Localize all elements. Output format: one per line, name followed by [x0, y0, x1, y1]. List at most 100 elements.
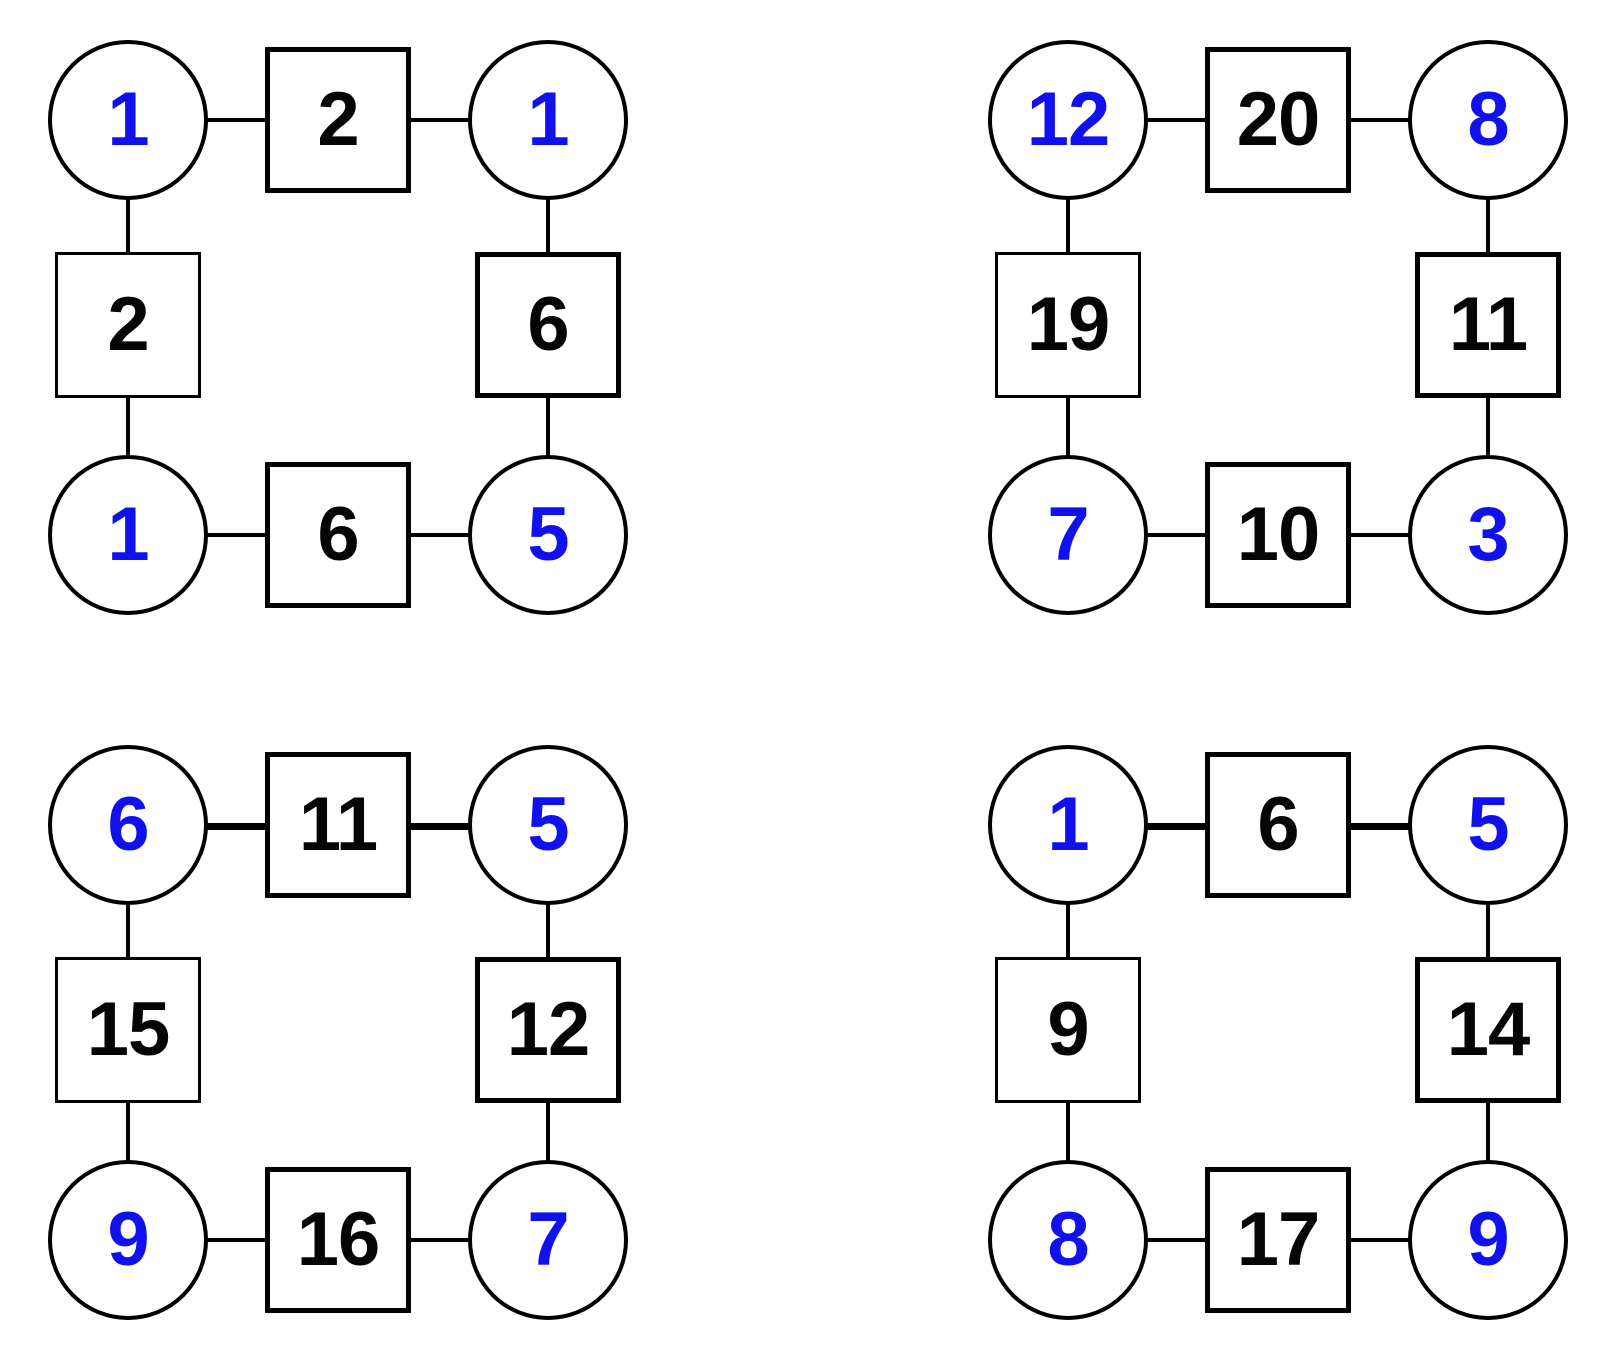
- edge-line-left-upper-segment: [126, 196, 130, 258]
- edge-box-bottom[interactable]: 17: [1205, 1167, 1351, 1313]
- edge-line-bottom-left-segment: [1144, 1238, 1210, 1242]
- node-bottom-left[interactable]: 9: [48, 1160, 208, 1320]
- edge-line-bottom-left-segment: [204, 533, 270, 537]
- edge-box-right[interactable]: 6: [475, 252, 621, 398]
- node-top-left[interactable]: 12: [988, 40, 1148, 200]
- graph-top-left: 1 1 1 5 2 2 6 6: [18, 10, 638, 630]
- edge-label: 14: [1446, 987, 1531, 1072]
- node-top-right[interactable]: 5: [1408, 745, 1568, 905]
- edge-label: 16: [296, 1197, 381, 1282]
- edge-label: 19: [1026, 282, 1111, 367]
- edge-box-left[interactable]: 15: [55, 957, 201, 1103]
- edge-label: 17: [1236, 1197, 1321, 1282]
- node-label: 6: [107, 782, 149, 867]
- edge-box-right[interactable]: 12: [475, 957, 621, 1103]
- edge-line-top-right-segment: [408, 823, 474, 830]
- edge-box-top[interactable]: 11: [265, 752, 411, 898]
- edge-box-bottom[interactable]: 10: [1205, 462, 1351, 608]
- node-label: 7: [527, 1197, 569, 1282]
- edge-box-bottom[interactable]: 16: [265, 1167, 411, 1313]
- node-label: 7: [1047, 492, 1089, 577]
- edge-line-bottom-left-segment: [1144, 533, 1210, 537]
- edge-box-top[interactable]: 20: [1205, 47, 1351, 193]
- edge-line-bottom-right-segment: [408, 533, 474, 537]
- edge-line-left-upper-segment: [1066, 901, 1070, 963]
- edge-box-left[interactable]: 19: [995, 252, 1141, 398]
- edge-box-right[interactable]: 14: [1415, 957, 1561, 1103]
- node-label: 1: [527, 77, 569, 162]
- node-top-right[interactable]: 1: [468, 40, 628, 200]
- node-bottom-right[interactable]: 7: [468, 1160, 628, 1320]
- edge-label: 15: [86, 987, 171, 1072]
- edge-line-right-lower-segment: [1486, 1098, 1490, 1162]
- edge-box-left[interactable]: 9: [995, 957, 1141, 1103]
- edge-line-left-lower-segment: [126, 1098, 130, 1162]
- edge-line-bottom-left-segment: [204, 1238, 270, 1242]
- node-label: 1: [107, 492, 149, 577]
- edge-line-right-lower-segment: [546, 393, 550, 457]
- edge-line-right-upper-segment: [546, 901, 550, 963]
- node-label: 9: [1467, 1197, 1509, 1282]
- node-label: 1: [1047, 782, 1089, 867]
- edge-line-left-upper-segment: [1066, 196, 1070, 258]
- edge-line-right-upper-segment: [546, 196, 550, 258]
- edge-line-right-upper-segment: [1486, 901, 1490, 963]
- edge-label: 2: [317, 77, 359, 162]
- edge-label: 11: [298, 782, 378, 867]
- edge-label: 9: [1047, 987, 1089, 1072]
- edge-line-top-left-segment: [204, 118, 270, 122]
- edge-line-top-right-segment: [1348, 823, 1414, 830]
- edge-line-right-upper-segment: [1486, 196, 1490, 258]
- edge-box-top[interactable]: 2: [265, 47, 411, 193]
- edge-line-right-lower-segment: [546, 1098, 550, 1162]
- edge-line-bottom-right-segment: [408, 1238, 474, 1242]
- edge-label: 6: [317, 492, 359, 577]
- node-label: 8: [1467, 77, 1509, 162]
- edge-line-top-right-segment: [408, 118, 474, 122]
- node-label: 5: [1467, 782, 1509, 867]
- node-bottom-left[interactable]: 8: [988, 1160, 1148, 1320]
- node-top-left[interactable]: 1: [48, 40, 208, 200]
- edge-line-left-lower-segment: [1066, 393, 1070, 457]
- edge-line-bottom-right-segment: [1348, 1238, 1414, 1242]
- node-label: 5: [527, 782, 569, 867]
- edge-line-top-left-segment: [204, 823, 270, 830]
- edge-box-bottom[interactable]: 6: [265, 462, 411, 608]
- node-label: 9: [107, 1197, 149, 1282]
- node-label: 1: [107, 77, 149, 162]
- edge-label: 11: [1448, 282, 1528, 367]
- node-top-left[interactable]: 1: [988, 745, 1148, 905]
- graph-top-right: 12 8 7 3 20 19 11 10: [958, 10, 1578, 630]
- edge-label: 12: [506, 987, 591, 1072]
- node-label: 8: [1047, 1197, 1089, 1282]
- edge-line-left-lower-segment: [1066, 1098, 1070, 1162]
- edge-box-top[interactable]: 6: [1205, 752, 1351, 898]
- edge-line-top-left-segment: [1144, 118, 1210, 122]
- edge-line-left-lower-segment: [126, 393, 130, 457]
- node-label: 12: [1026, 77, 1111, 162]
- edge-box-left[interactable]: 2: [55, 252, 201, 398]
- node-bottom-right[interactable]: 5: [468, 455, 628, 615]
- edge-line-top-right-segment: [1348, 118, 1414, 122]
- node-bottom-right[interactable]: 9: [1408, 1160, 1568, 1320]
- edge-line-bottom-right-segment: [1348, 533, 1414, 537]
- edge-line-right-lower-segment: [1486, 393, 1490, 457]
- node-bottom-left[interactable]: 7: [988, 455, 1148, 615]
- node-label: 3: [1467, 492, 1509, 577]
- node-label: 5: [527, 492, 569, 577]
- node-top-right[interactable]: 8: [1408, 40, 1568, 200]
- edge-box-right[interactable]: 11: [1415, 252, 1561, 398]
- node-top-left[interactable]: 6: [48, 745, 208, 905]
- node-bottom-left[interactable]: 1: [48, 455, 208, 615]
- node-bottom-right[interactable]: 3: [1408, 455, 1568, 615]
- edge-line-left-upper-segment: [126, 901, 130, 963]
- graph-bottom-right: 1 5 8 9 6 9 14 17: [958, 715, 1578, 1335]
- edge-line-top-left-segment: [1144, 823, 1210, 830]
- edge-label: 10: [1236, 492, 1321, 577]
- edge-label: 20: [1236, 77, 1321, 162]
- graph-bottom-left: 6 5 9 7 11 15 12 16: [18, 715, 638, 1335]
- edge-label: 6: [527, 282, 569, 367]
- edge-label: 2: [107, 282, 149, 367]
- node-top-right[interactable]: 5: [468, 745, 628, 905]
